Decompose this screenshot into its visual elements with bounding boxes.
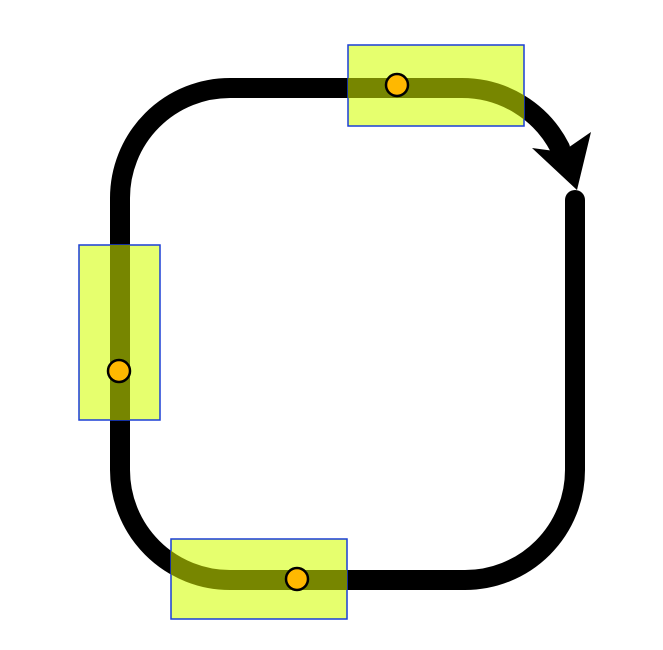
marker-bottom <box>284 566 310 592</box>
marker-left <box>106 358 132 384</box>
highlight-box-left <box>78 244 161 421</box>
highlight-box-top <box>347 44 525 127</box>
marker-top <box>384 72 410 98</box>
highlight-box-bottom <box>170 538 348 620</box>
arrowhead-icon <box>532 132 591 190</box>
loop-path <box>110 78 585 590</box>
